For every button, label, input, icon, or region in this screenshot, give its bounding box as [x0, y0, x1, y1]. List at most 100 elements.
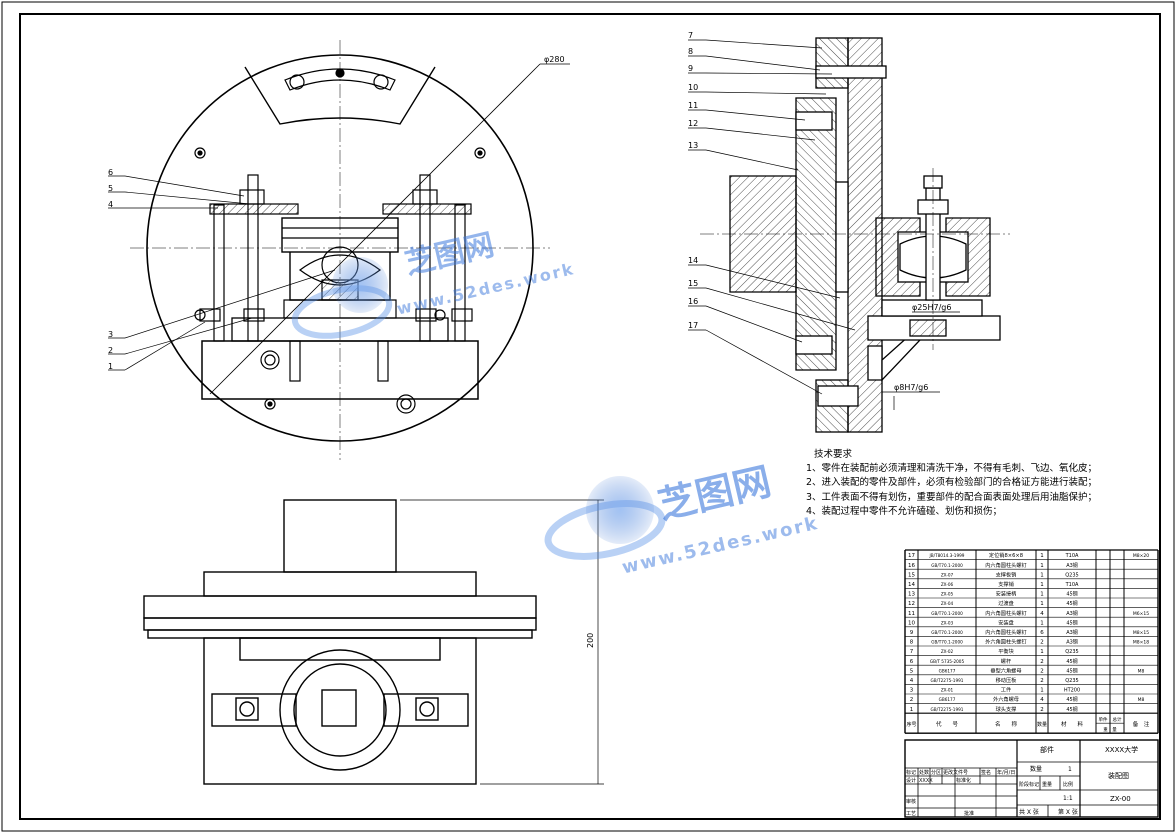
bom-no: 4 [910, 678, 914, 684]
title-review: 审核 [906, 798, 916, 805]
bom-header-code: 代 号 [936, 720, 959, 728]
bom-qty: 4 [1040, 611, 1044, 617]
balloon-12: 12 [688, 119, 698, 128]
bom-header-qty: 数量 [1037, 721, 1047, 728]
bom-material: Q235 [1065, 572, 1078, 578]
bom-no: 9 [910, 630, 914, 636]
bom-material: HT200 [1064, 688, 1080, 694]
fit-8-label: φ8H7/g6 [894, 383, 928, 392]
bom-material: Q235 [1065, 649, 1078, 655]
bom-qty: 6 [1040, 630, 1044, 636]
tech-req-item-1: 1、零件在装配前必须清理和清洗干净，不得有毛刺、飞边、氧化皮； [806, 463, 1098, 475]
bom-material: 45钢 [1066, 619, 1077, 626]
balloon-4: 4 [108, 200, 113, 209]
balloon-15: 15 [688, 279, 698, 288]
bom-no: 16 [908, 563, 915, 569]
bom-code: ZX-05 [941, 592, 954, 597]
title-standardization: 标准化 [956, 777, 971, 784]
tech-req-item-2: 2、进入装配的零件及部件，必须有检验部门的合格证方能进行装配； [806, 477, 1098, 489]
bom-name: 支撑板销 [996, 570, 1017, 578]
bom-name: 移动压板 [996, 676, 1018, 684]
bom-material: A3钢 [1066, 562, 1078, 569]
bom-name: 外六角圆柱头螺钉 [985, 638, 1027, 646]
bom-code: ZX-04 [941, 601, 954, 606]
bom-qty: 1 [1040, 572, 1044, 578]
bom-name: 安装接柄 [996, 590, 1017, 598]
balloon-1: 1 [108, 362, 113, 371]
bom-header-no: 序号 [906, 721, 916, 728]
bom-qty: 1 [1040, 563, 1044, 569]
bom-code: ZX-03 [941, 620, 954, 625]
bom-code: GB/T2275-1991 [931, 678, 964, 683]
bom-no: 15 [908, 572, 915, 578]
bom-code: ZX-07 [941, 572, 954, 577]
balloon-6: 6 [108, 168, 113, 177]
bom-qty: 4 [1040, 697, 1044, 703]
bom-no: 8 [910, 640, 914, 646]
balloon-14: 14 [688, 256, 698, 265]
title-scale-value: 1:1 [1063, 795, 1073, 802]
title-qty-label: 数量 [1030, 765, 1042, 773]
bom-qty: 1 [1040, 582, 1044, 588]
bom-code: GB6177 [939, 668, 956, 673]
title-sheet-total: 共 X 张 [1019, 808, 1039, 816]
bom-qty: 1 [1040, 649, 1044, 655]
bom-name: 支撑销 [998, 580, 1014, 588]
bom-name: 定位销8×6×8 [989, 551, 1023, 559]
bom-name: 过渡盘 [998, 599, 1014, 607]
bom-name: 内六角圆柱头螺钉 [985, 609, 1027, 617]
bom-code: GB/T70.1-2000 [931, 630, 963, 635]
bom-header-total-weight: 总计 [1113, 716, 1122, 723]
title-change-doc: 更改文件号 [943, 769, 968, 776]
bom-qty: 2 [1040, 659, 1044, 665]
title-process: 工艺 [906, 811, 916, 817]
bom-name: 内六角圆柱头螺钉 [985, 628, 1027, 636]
height-200-label: 200 [586, 633, 595, 648]
title-date: 年/月/日 [997, 769, 1015, 776]
bom-note: M8×15 [1133, 630, 1149, 636]
bom-name: 工件 [1001, 686, 1011, 694]
bom-material: T10A [1065, 582, 1079, 588]
title-qty-value: 1 [1068, 766, 1072, 773]
height-200-dimension [400, 499, 604, 785]
bom-code: ZX-01 [941, 688, 954, 693]
title-scale-label: 比例 [1063, 781, 1073, 788]
title-mark: 标记 [906, 769, 916, 776]
bom-qty: 2 [1040, 678, 1044, 684]
title-signature: 签名 [981, 769, 991, 776]
fit-25-label: φ25H7/g6 [912, 303, 951, 312]
top-view [143, 499, 537, 785]
bom-code: ZX-02 [941, 649, 954, 654]
bom-name: 内六角圆柱头螺钉 [985, 561, 1027, 569]
bom-code: GB/T70.1-2000 [931, 640, 963, 645]
bom-no: 11 [908, 611, 915, 617]
bom-qty: 2 [1040, 707, 1044, 713]
bom-material: T10A [1065, 553, 1079, 559]
bom-no: 2 [910, 697, 914, 703]
bom-qty: 2 [1040, 640, 1044, 646]
bom-code: ZX-06 [941, 582, 954, 587]
bom-header-unit-weight: 单件 [1099, 716, 1108, 723]
bom-qty: 1 [1040, 620, 1044, 626]
bom-table [904, 549, 1159, 734]
balloon-8: 8 [688, 47, 693, 56]
balloon-2: 2 [108, 346, 113, 355]
bom-note: M8×18 [1133, 640, 1149, 646]
balloon-13: 13 [688, 141, 698, 150]
bom-note: M8 [1138, 697, 1145, 703]
balloon-11: 11 [688, 101, 698, 110]
tech-req-title: 技术要求 [814, 449, 853, 460]
bom-no: 3 [910, 688, 914, 694]
bom-header-weight: 重 量 [1103, 726, 1117, 733]
title-designer: 设计 [906, 777, 916, 784]
bom-qty: 2 [1040, 668, 1044, 674]
balloon-5: 5 [108, 184, 113, 193]
bom-material: 45钢 [1066, 696, 1077, 703]
bom-no: 6 [910, 659, 914, 665]
bom-no: 13 [908, 592, 915, 598]
dia280-label: φ280 [544, 55, 565, 64]
bom-material: A3钢 [1066, 639, 1078, 646]
title-assembly-label: 部件 [1040, 745, 1054, 754]
bom-material: A3钢 [1066, 610, 1078, 617]
